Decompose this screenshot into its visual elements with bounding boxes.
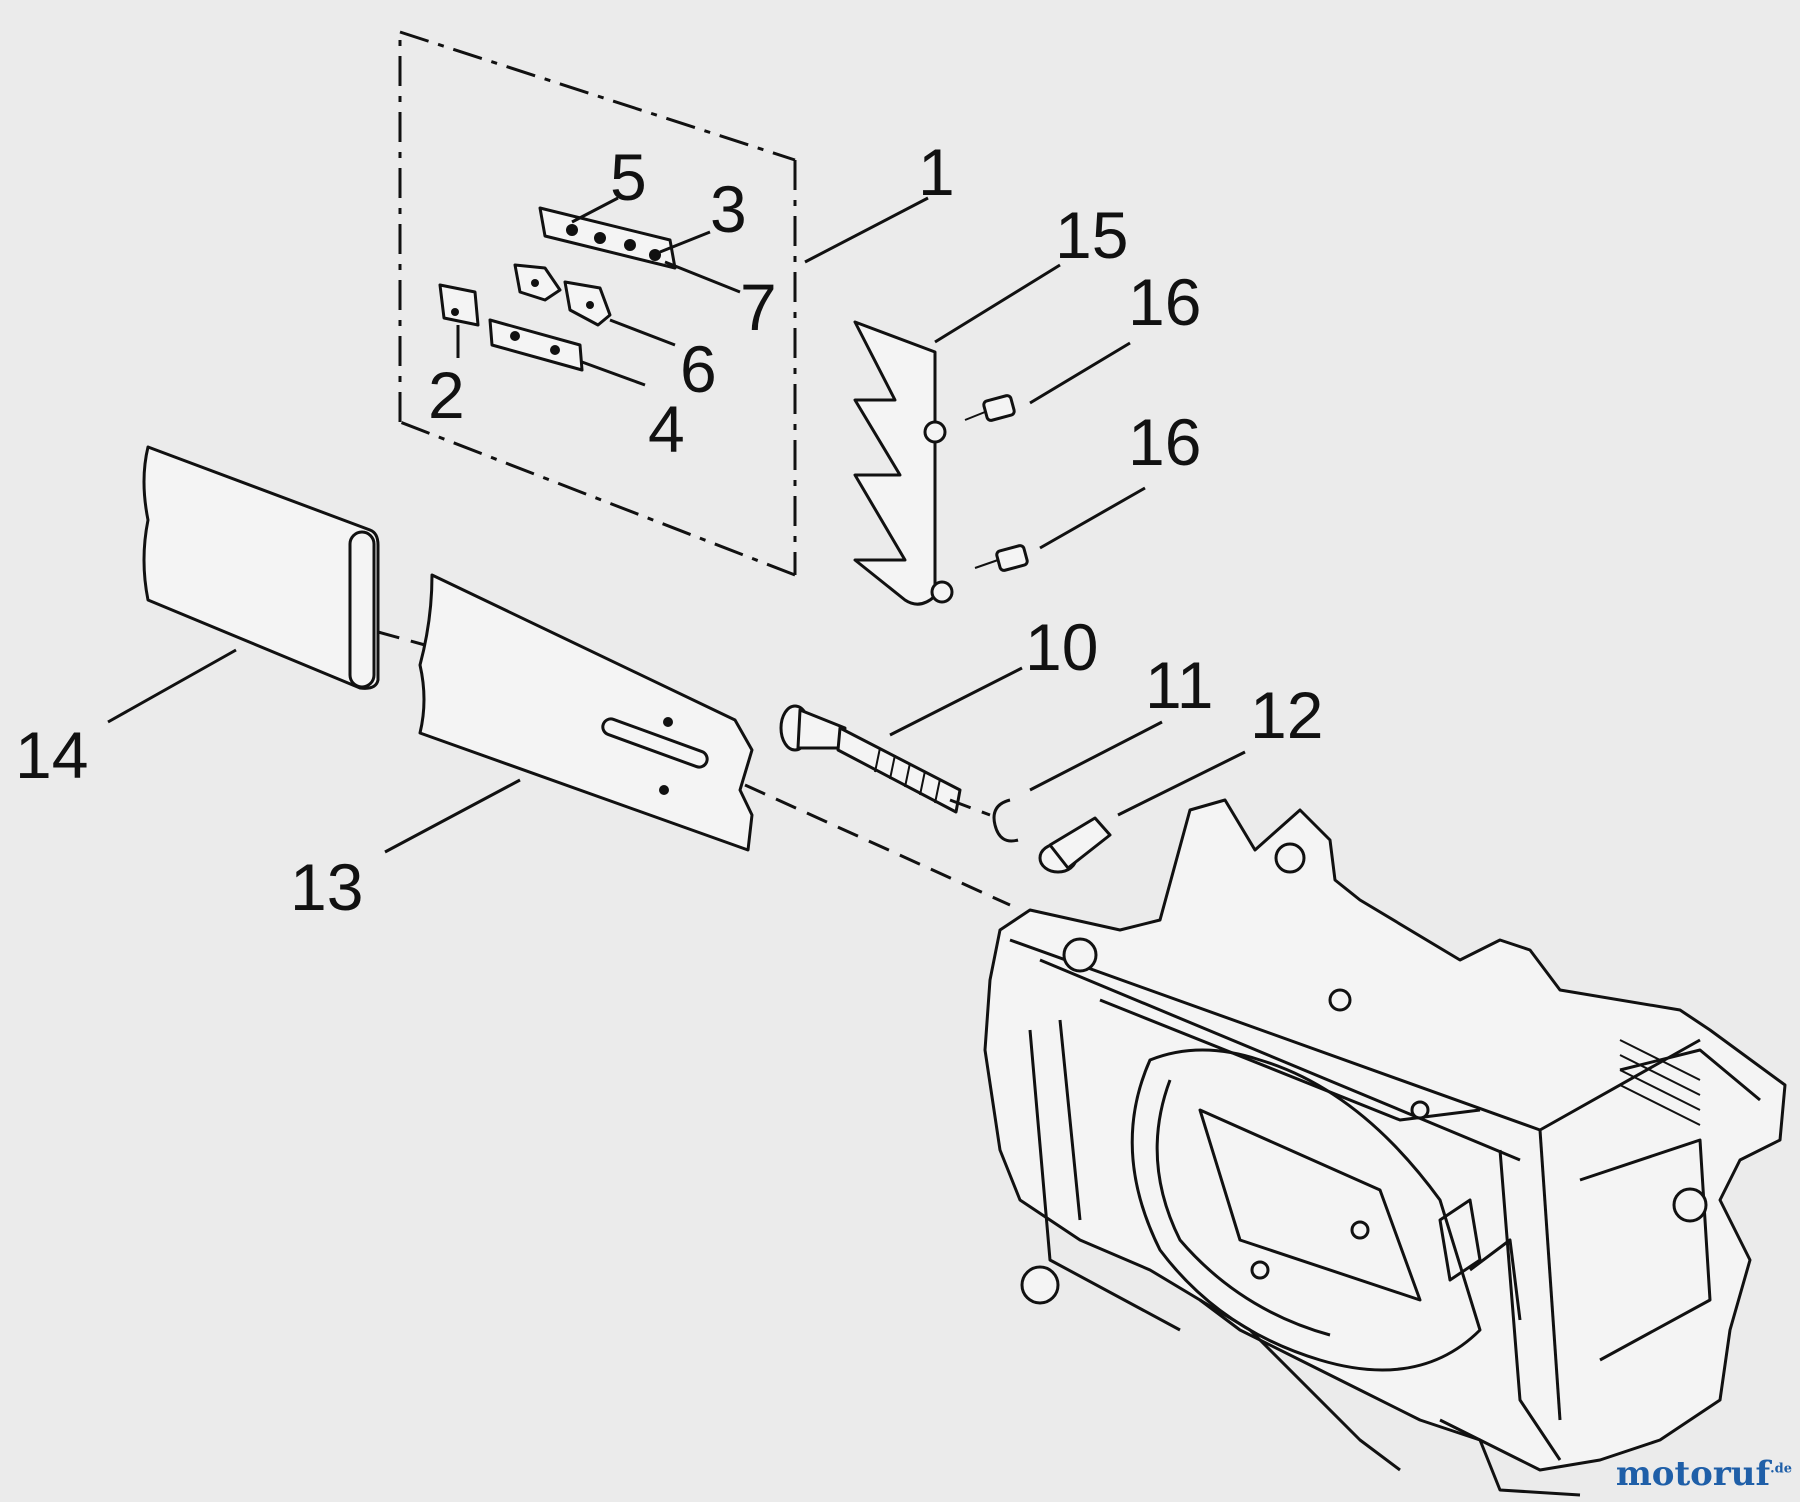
tensioner-nut bbox=[1038, 816, 1112, 874]
alignment-lines bbox=[377, 630, 1011, 907]
chain-part-lower-links bbox=[438, 283, 584, 372]
chain-part-middle-links bbox=[513, 263, 612, 327]
callout-5: 5 bbox=[610, 140, 647, 214]
callout-numbers: 1 5 3 7 6 2 4 15 16 16 10 11 12 14 13 bbox=[15, 135, 1323, 924]
callout-11: 11 bbox=[1145, 648, 1214, 722]
callout-16-upper: 16 bbox=[1128, 265, 1201, 339]
bumper-spike bbox=[853, 320, 954, 606]
spike-screw-lower bbox=[974, 544, 1029, 572]
retaining-clip bbox=[992, 798, 1019, 843]
watermark-logo: motoruf.de bbox=[1616, 1454, 1792, 1494]
callout-4: 4 bbox=[648, 392, 685, 466]
callout-13: 13 bbox=[290, 850, 363, 924]
bar-cover bbox=[142, 445, 380, 690]
callout-12: 12 bbox=[1250, 678, 1323, 752]
callout-14: 14 bbox=[15, 718, 88, 792]
callout-7: 7 bbox=[740, 270, 777, 344]
spike-screw-upper bbox=[964, 394, 1016, 422]
watermark-suffix: .de bbox=[1770, 1461, 1792, 1477]
callout-1: 1 bbox=[918, 135, 955, 209]
callout-6: 6 bbox=[680, 332, 717, 406]
callout-3: 3 bbox=[710, 172, 747, 246]
leader-lines bbox=[107, 196, 1246, 854]
callout-16-lower: 16 bbox=[1128, 405, 1201, 479]
crankcase-housing bbox=[983, 798, 1787, 1497]
callout-2: 2 bbox=[428, 358, 465, 432]
watermark-name: motoruf bbox=[1615, 1454, 1771, 1494]
chain-part-upper-links bbox=[538, 206, 677, 270]
tensioner-screw bbox=[779, 704, 962, 814]
guide-bar bbox=[418, 573, 754, 852]
callout-15: 15 bbox=[1055, 198, 1128, 272]
callout-10: 10 bbox=[1025, 610, 1098, 684]
chain-kit-bracket bbox=[398, 30, 797, 577]
